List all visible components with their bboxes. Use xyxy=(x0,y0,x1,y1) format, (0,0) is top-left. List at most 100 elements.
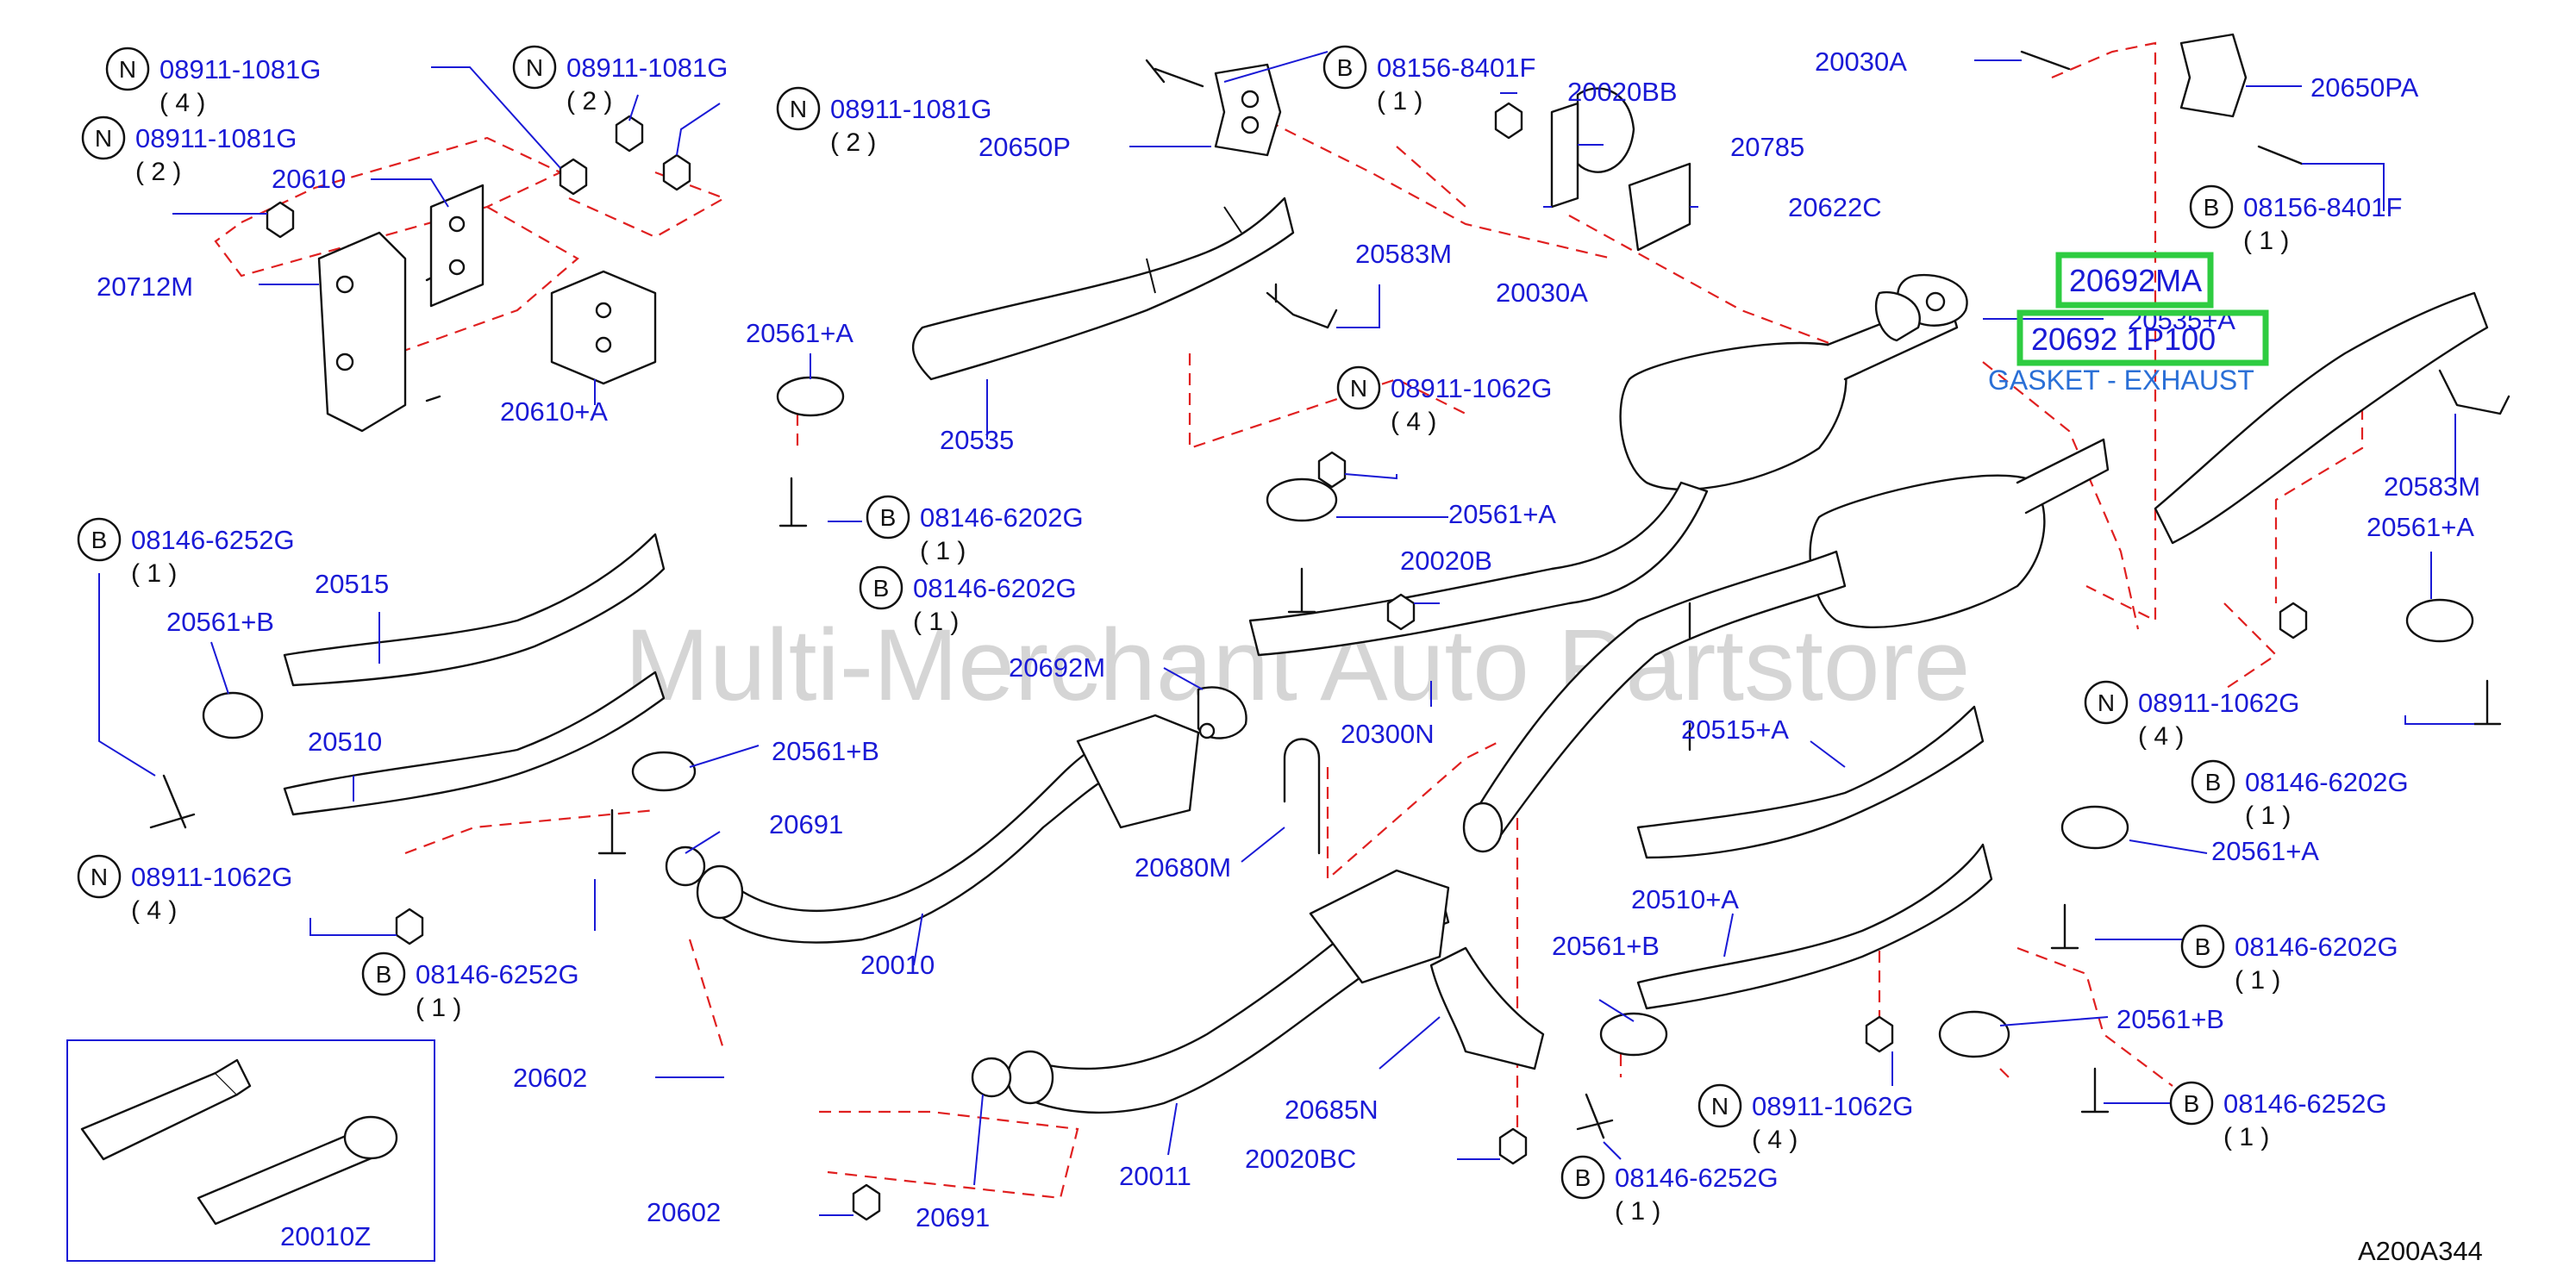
gasket-20691 xyxy=(665,845,706,887)
svg-text:B: B xyxy=(1337,54,1354,81)
hanger-20650p xyxy=(1214,63,1282,157)
part-label[interactable]: 20561+A xyxy=(746,318,853,348)
part-label[interactable]: 20010Z xyxy=(280,1221,371,1251)
part-label[interactable]: N 08911-1062G( 4 ) xyxy=(77,854,292,925)
svg-text:( 1 ): ( 1 ) xyxy=(2223,1123,2269,1151)
part-label[interactable]: 20510+A xyxy=(1631,884,1739,914)
svg-text:( 2 ): ( 2 ) xyxy=(135,158,181,186)
flange-20692ma xyxy=(1874,290,1921,342)
svg-text:( 1 ): ( 1 ) xyxy=(131,559,177,588)
svg-text:N: N xyxy=(1350,375,1367,402)
part-label[interactable]: 20650PA xyxy=(2310,72,2419,103)
selected-part-20692-1p100[interactable]: 20692 1P100 xyxy=(2016,309,2269,366)
bolt-icon xyxy=(2050,903,2079,950)
part-label[interactable]: 20785 xyxy=(1730,132,1804,162)
part-label[interactable]: 20610+A xyxy=(500,396,608,427)
bracket-20610 xyxy=(429,184,485,308)
svg-text:08911-1062G: 08911-1062G xyxy=(1391,373,1552,403)
svg-text:08911-1062G: 08911-1062G xyxy=(131,862,292,892)
part-label[interactable]: 20010 xyxy=(860,950,935,980)
heat-shield-20515 xyxy=(283,533,666,687)
part-label[interactable]: 20561+B xyxy=(772,736,879,766)
part-label[interactable]: 20650P xyxy=(979,132,1071,162)
part-label[interactable]: B 08146-6252G( 1 ) xyxy=(1560,1155,1779,1226)
svg-text:( 1 ): ( 1 ) xyxy=(2245,802,2291,830)
part-label[interactable]: B 08146-6252G( 1 ) xyxy=(77,517,295,588)
svg-text:08911-1081G: 08911-1081G xyxy=(830,94,991,124)
muffler-upper xyxy=(1619,341,1848,491)
part-label[interactable]: B 08156-8401F( 1 ) xyxy=(2189,184,2402,255)
part-label[interactable]: 20561+B xyxy=(2116,1004,2224,1034)
part-label[interactable]: 20020BC xyxy=(1245,1144,1356,1174)
part-label[interactable]: N 08911-1081G( 2 ) xyxy=(776,86,991,157)
svg-text:08146-6202G: 08146-6202G xyxy=(913,573,1077,603)
clip-20583m-b xyxy=(2438,369,2510,415)
part-label[interactable]: B 08146-6252G( 1 ) xyxy=(2169,1081,2387,1151)
part-label[interactable]: 20561+A xyxy=(1448,499,1556,529)
part-label[interactable]: 20030A xyxy=(1815,47,1907,77)
heat-shield-20535 xyxy=(912,197,1295,381)
part-label[interactable]: 20610 xyxy=(272,164,346,194)
nut-icon xyxy=(1865,1015,1894,1053)
part-label[interactable]: 20515 xyxy=(315,569,389,599)
highlighted-part-20692ma[interactable]: 20692MA xyxy=(2055,252,2214,309)
nut-icon xyxy=(395,908,424,945)
part-label[interactable]: 20561+A xyxy=(2367,512,2474,542)
part-label[interactable]: N 08911-1062G( 4 ) xyxy=(1698,1083,1913,1154)
heat-shield-20510a xyxy=(1636,843,1993,1010)
part-label[interactable]: B 08156-8401F( 1 ) xyxy=(1322,45,1535,115)
part-label[interactable]: N 08911-1081G( 4 ) xyxy=(105,47,321,117)
part-label[interactable]: 20300N xyxy=(1341,719,1435,749)
bolt-icon xyxy=(2080,1067,2110,1114)
part-label[interactable]: 20515+A xyxy=(1681,714,1789,745)
part-label[interactable]: B 08146-6202G( 1 ) xyxy=(2191,759,2409,830)
exhaust-pipe-20300n xyxy=(1248,481,1709,657)
svg-text:B: B xyxy=(91,527,108,553)
part-label[interactable]: N 08911-1062G( 4 ) xyxy=(2084,680,2299,751)
nut-icon xyxy=(266,201,295,239)
part-label[interactable]: 20020B xyxy=(1400,546,1492,576)
kit-box-20010z xyxy=(66,1039,435,1262)
nut-icon xyxy=(615,115,644,153)
part-label[interactable]: 20535 xyxy=(940,425,1014,455)
part-label[interactable]: 20030A xyxy=(1496,278,1588,308)
bolt-icon xyxy=(1576,1093,1614,1139)
clamp-20561a-b xyxy=(2405,598,2474,643)
part-label[interactable]: N 08911-1062G( 4 ) xyxy=(1336,365,1552,436)
part-label[interactable]: 20685N xyxy=(1285,1095,1379,1125)
part-label[interactable]: 20602 xyxy=(647,1197,721,1227)
part-label[interactable]: B 08146-6252G( 1 ) xyxy=(361,951,579,1022)
part-label[interactable]: B 08146-6202G( 1 ) xyxy=(2180,924,2398,995)
part-label[interactable]: N 08911-1081G( 2 ) xyxy=(81,115,297,186)
part-label[interactable]: 20583M xyxy=(1355,239,1452,269)
part-label[interactable]: 20691 xyxy=(916,1202,990,1232)
part-label[interactable]: N 08911-1081G( 2 ) xyxy=(512,45,728,115)
part-label[interactable]: 20510 xyxy=(308,727,382,757)
part-label[interactable]: 20680M xyxy=(1135,852,1231,883)
part-label[interactable]: 20561+B xyxy=(166,607,274,637)
svg-text:B: B xyxy=(873,575,890,602)
part-label[interactable]: B 08146-6202G ( 1 ) xyxy=(859,565,1077,636)
svg-text:08146-6202G: 08146-6202G xyxy=(920,502,1084,533)
part-label[interactable]: 20692M xyxy=(1009,652,1105,683)
svg-text:N: N xyxy=(2098,689,2115,716)
bracket-20685n xyxy=(1429,946,1545,1070)
svg-text:N: N xyxy=(526,54,543,81)
part-label[interactable]: 20602 xyxy=(513,1063,587,1093)
part-label[interactable]: 20583M xyxy=(2384,471,2480,502)
part-label[interactable]: 20020BB xyxy=(1567,77,1678,107)
part-label[interactable]: 20011 xyxy=(1119,1161,1191,1191)
clip-20583m xyxy=(1266,283,1338,329)
svg-text:N: N xyxy=(790,96,807,122)
part-label[interactable]: 20622C xyxy=(1788,192,1882,222)
part-label[interactable]: 20561+B xyxy=(1552,931,1660,961)
svg-text:N: N xyxy=(1711,1093,1729,1120)
part-label[interactable]: 20561+A xyxy=(2211,836,2319,866)
part-label[interactable]: 20691 xyxy=(769,809,843,839)
diagram-reference-code: A200A344 xyxy=(2358,1236,2483,1266)
svg-text:( 1 ): ( 1 ) xyxy=(913,608,959,636)
part-label[interactable]: B 08146-6202G( 1 ) xyxy=(866,495,1084,565)
clamp-20561a-c xyxy=(1266,477,1338,522)
part-label[interactable]: 20712M xyxy=(97,271,193,302)
